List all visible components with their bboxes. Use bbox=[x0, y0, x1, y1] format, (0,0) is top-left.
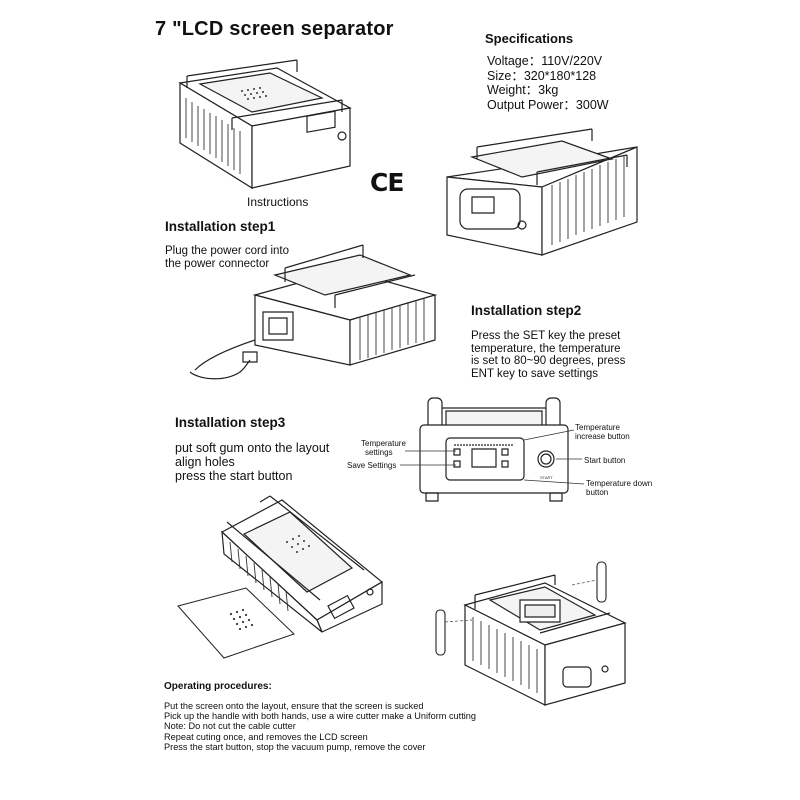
support-pillar-icon bbox=[432, 560, 612, 670]
operating-list: Put the screen onto the layout, ensure t… bbox=[164, 701, 476, 752]
spec-weight: Weight：3kg bbox=[487, 83, 559, 97]
operating-line: Note: Do not cut the cable cutter bbox=[164, 721, 296, 732]
step3-title: Installation step3 bbox=[175, 415, 286, 430]
step1-line: the power connector bbox=[165, 257, 270, 270]
page-title: 7 "LCD screen separator bbox=[155, 18, 394, 40]
device-illustration-icon bbox=[455, 575, 655, 710]
step1-description: Plug the power cord into the power conne… bbox=[165, 245, 289, 270]
step1-line: Plug the power cord into bbox=[165, 245, 290, 257]
label-save-settings: Save Settings bbox=[347, 461, 397, 470]
step2-line: is set to 80~90 degrees, press bbox=[471, 355, 626, 367]
step3-line: put soft gum onto the layout bbox=[175, 441, 330, 455]
spec-size: Size：320*180*128 bbox=[487, 68, 597, 83]
step1-title: Installation step1 bbox=[165, 219, 276, 234]
label-temperature-increase: Temperature increase button bbox=[575, 423, 630, 441]
device-illustration-icon bbox=[442, 127, 642, 257]
specifications-heading: Specifications bbox=[485, 31, 574, 46]
operating-line: Repeat cuting once, and removes the LCD … bbox=[164, 731, 368, 742]
step2-line: temperature, the temperature bbox=[471, 342, 621, 355]
ce-mark-icon: CE bbox=[370, 168, 404, 197]
label-start-button: Start button bbox=[584, 456, 626, 465]
step3-line: press the start button bbox=[175, 469, 293, 483]
svg-text:START: START bbox=[540, 475, 553, 480]
operating-line: Pick up the handle with both hands, use … bbox=[164, 711, 477, 722]
operating-title: Operating procedures: bbox=[164, 681, 272, 692]
label-temperature-settings: Temperature settings bbox=[361, 439, 406, 457]
specifications-list: Voltage：110V/220V Size：320*180*128 Weigh… bbox=[487, 54, 609, 112]
step2-title: Installation step2 bbox=[471, 303, 582, 318]
step3-description: put soft gum onto the layout align holes… bbox=[175, 441, 329, 483]
instructions-label: Instructions bbox=[247, 195, 309, 209]
label-temperature-down: Temperature down button bbox=[586, 479, 653, 497]
operating-line: Put the screen onto the layout, ensure t… bbox=[164, 701, 424, 711]
step2-line: Press the SET key the preset bbox=[471, 330, 621, 342]
device-illustration-icon bbox=[212, 492, 392, 632]
step3-line: align holes bbox=[175, 455, 235, 469]
step2-line: ENT key to save settings bbox=[471, 367, 598, 380]
device-illustration-icon bbox=[185, 240, 445, 390]
step2-description: Press the SET key the preset temperature… bbox=[471, 330, 625, 380]
spec-output-power: Output Power：300W bbox=[487, 97, 609, 112]
silicone-pad-icon bbox=[176, 586, 296, 661]
operating-line: Press the start button, stop the vacuum … bbox=[164, 741, 426, 752]
spec-voltage: Voltage：110V/220V bbox=[487, 54, 603, 68]
device-illustration-icon bbox=[172, 58, 362, 193]
